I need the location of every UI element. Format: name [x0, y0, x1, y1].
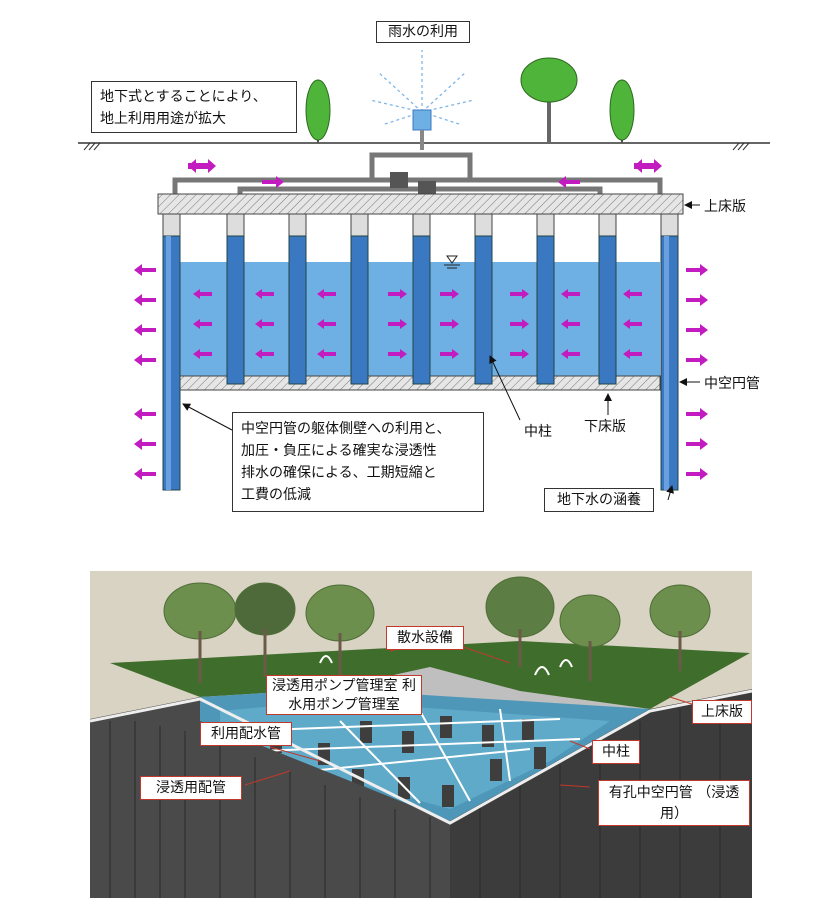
cypress-tree-left	[305, 79, 331, 143]
tree-canopies	[163, 576, 711, 648]
inner-column	[350, 213, 369, 385]
inner-column	[598, 213, 617, 385]
main-note-line: 中空円管の躯体側壁への利用と、	[241, 421, 451, 437]
sprinkler-label: 散水設備	[386, 626, 464, 650]
rim-pipe	[90, 689, 752, 825]
utilization-pipe-label: 利用配水管	[200, 722, 292, 746]
inner-column	[288, 213, 307, 385]
main-note-line: 加圧・負圧による確実な浸透性	[241, 443, 437, 459]
flow-arrows	[134, 159, 708, 480]
groundwater-label: 地下水の涵養	[544, 488, 654, 512]
underground-note-line: 地下式とすることにより、	[100, 89, 267, 105]
upper-slab-text-3d: 上床版	[701, 704, 743, 720]
rain-use-label: 雨水の利用	[376, 21, 470, 43]
outer-hollow-pipe-right	[660, 213, 679, 491]
cross-section-diagram	[78, 50, 770, 501]
rain-use-text: 雨水の利用	[388, 24, 458, 40]
main-note: 中空円管の躯体側壁への利用と、 加圧・負圧による確実な浸透性 排水の確保による、…	[232, 412, 484, 512]
inner-column	[474, 213, 493, 385]
perforated-pipe-label: 有孔中空円管 （浸透用）	[598, 780, 750, 826]
groundwater-text: 地下水の涵養	[557, 492, 641, 508]
round-tree	[520, 57, 578, 143]
water-level-icon	[444, 255, 460, 269]
infiltration-pipe-text: 浸透用配管	[156, 780, 226, 796]
lower-slab-label: 下床版	[584, 419, 626, 435]
main-note-line: 工費の低減	[241, 487, 311, 503]
reservoir-columns	[270, 716, 546, 807]
underground-note: 地下式とすることにより、 地上利用用途が拡大	[91, 81, 297, 133]
inner-columns	[226, 213, 617, 385]
utilization-pipe-text: 利用配水管	[211, 726, 281, 742]
ground-hatch-right	[732, 142, 750, 151]
pump-room-label: 浸透用ポンプ管理室 利水用ポンプ管理室	[266, 675, 422, 715]
upper-slab-label: 上床版	[704, 199, 746, 215]
perforated-pipe-line: 有孔中空円管	[608, 785, 693, 801]
sprinkler-text: 散水設備	[397, 630, 453, 646]
main-note-line: 排水の確保による、工期短縮と	[241, 465, 437, 481]
sprinkler-sprays	[319, 655, 573, 676]
pump-room-line: 利水用ポンプ管理室	[288, 678, 417, 713]
cypress-tree-right	[609, 79, 635, 143]
upper-slab	[157, 193, 684, 215]
fountain-nozzle	[412, 109, 432, 131]
hollow-pipe-label: 中空円管	[704, 376, 760, 392]
center-column-label: 中柱	[524, 424, 552, 440]
upper-slab-label-3d: 上床版	[692, 700, 752, 724]
center-column-label-3d: 中柱	[592, 740, 640, 764]
leader-lines	[182, 201, 700, 501]
inner-column	[226, 213, 245, 385]
perspective-illustration	[90, 571, 752, 898]
perforated-pipe-line: （浸透用）	[660, 785, 740, 822]
inner-column	[412, 213, 431, 385]
pipe-valves	[390, 172, 436, 197]
inner-column	[536, 213, 555, 385]
outer-hollow-pipe-left	[162, 213, 181, 491]
ground-hatch-left	[83, 142, 101, 151]
center-column-text-3d: 中柱	[602, 744, 630, 760]
pump-room-line: 浸透用ポンプ管理室	[271, 678, 398, 694]
distribution-pipes	[239, 708, 581, 804]
underground-note-line: 地上利用用途が拡大	[100, 111, 226, 127]
infiltration-pipe-label: 浸透用配管	[140, 776, 242, 800]
tree-trunks	[198, 629, 682, 683]
